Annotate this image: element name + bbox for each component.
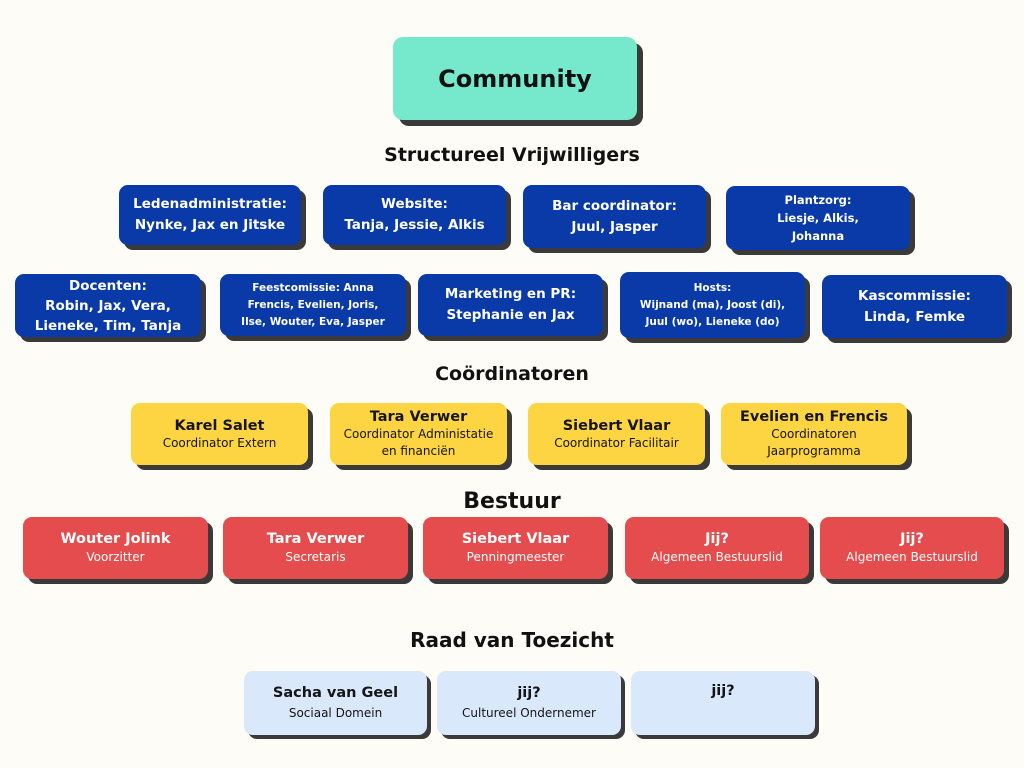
board-name: Jij?	[705, 531, 729, 547]
supervisor-name: jij?	[517, 685, 541, 701]
coordinator-role: Coordinator Extern	[162, 435, 277, 450]
community-box: Community	[393, 37, 637, 120]
coordinator-name: Karel Salet	[174, 417, 265, 434]
board-role: Voorzitter	[86, 550, 145, 564]
board-algemeen-bestuurslid-1: Jij? Algemeen Bestuurslid	[625, 517, 809, 579]
board-algemeen-bestuurslid-2: Jij? Algemeen Bestuurslid	[820, 517, 1004, 579]
coordinator-name: Siebert Vlaar	[562, 417, 671, 434]
volunteer-text: Bar coordinator: Juul, Jasper	[552, 197, 677, 235]
community-label: Community	[438, 64, 592, 93]
volunteer-plantzorg: Plantzorg: Liesje, Alkis, Johanna	[726, 186, 910, 250]
supervisor-role: Cultureel Ondernemer	[462, 706, 596, 720]
volunteer-website: Website: Tanja, Jessie, Alkis	[323, 185, 506, 245]
heading-bestuur: Bestuur	[463, 489, 561, 514]
board-role: Penningmeester	[466, 550, 565, 564]
supervisor-role: Sociaal Domein	[288, 706, 383, 720]
board-role: Secretaris	[285, 550, 346, 564]
board-name: Tara Verwer	[266, 531, 365, 547]
coordinator-tara-verwer: Tara Verwer Coordinator Administatie en …	[330, 403, 507, 465]
volunteer-kascommissie: Kascommissie: Linda, Femke	[822, 275, 1007, 338]
coordinator-role: Coordinator Administatie en financiën	[343, 427, 494, 458]
volunteer-text: Feestcomissie: Anna Frencis, Evelien, Jo…	[241, 281, 385, 328]
heading-raad-van-toezicht: Raad van Toezicht	[410, 628, 614, 652]
volunteer-text: Website: Tanja, Jessie, Alkis	[344, 196, 485, 233]
coordinator-name: Tara Verwer	[369, 409, 468, 425]
heading-coordinatoren: Coördinatoren	[435, 363, 589, 385]
board-name: Wouter Jolink	[60, 531, 171, 547]
volunteer-text: Marketing en PR: Stephanie en Jax	[444, 286, 577, 323]
board-tara-verwer: Tara Verwer Secretaris	[223, 517, 408, 579]
volunteer-text: Plantzorg: Liesje, Alkis, Johanna	[777, 193, 859, 243]
volunteer-text: Kascommissie: Linda, Femke	[858, 287, 971, 325]
coordinator-role: Coordinator Facilitair	[554, 435, 679, 450]
volunteer-bar-coordinator: Bar coordinator: Juul, Jasper	[523, 185, 706, 248]
supervisor-open: jij?	[631, 671, 815, 735]
supervisor-name: jij?	[711, 683, 735, 699]
coordinator-role: Coordinatoren Jaarprogramma	[767, 427, 861, 458]
supervisor-name: Sacha van Geel	[272, 685, 399, 701]
volunteer-text: Ledenadministratie: Nynke, Jax en Jitske	[133, 196, 287, 233]
coordinator-evelien-frencis: Evelien en Frencis Coordinatoren Jaarpro…	[721, 403, 907, 465]
volunteer-text: Hosts: Wijnand (ma), Joost (di), Juul (w…	[639, 281, 786, 328]
coordinator-name: Evelien en Frencis	[739, 409, 889, 425]
volunteer-docenten: Docenten: Robin, Jax, Vera, Lieneke, Tim…	[15, 274, 201, 337]
board-role: Algemeen Bestuurslid	[651, 550, 783, 564]
volunteer-text: Docenten: Robin, Jax, Vera, Lieneke, Tim…	[34, 277, 182, 334]
heading-structureel-vrijwilligers: Structureel Vrijwilligers	[384, 144, 640, 166]
volunteer-hosts: Hosts: Wijnand (ma), Joost (di), Juul (w…	[620, 272, 805, 338]
board-siebert-vlaar: Siebert Vlaar Penningmeester	[423, 517, 608, 579]
board-name: Siebert Vlaar	[461, 531, 570, 547]
volunteer-marketing-pr: Marketing en PR: Stephanie en Jax	[418, 274, 603, 336]
board-wouter-jolink: Wouter Jolink Voorzitter	[23, 517, 208, 579]
coordinator-siebert-vlaar: Siebert Vlaar Coordinator Facilitair	[528, 403, 705, 465]
board-role: Algemeen Bestuurslid	[846, 550, 978, 564]
volunteer-ledenadministratie: Ledenadministratie: Nynke, Jax en Jitske	[119, 185, 301, 245]
supervisor-sacha-van-geel: Sacha van Geel Sociaal Domein	[244, 671, 427, 735]
supervisor-cultureel-ondernemer: jij? Cultureel Ondernemer	[437, 671, 621, 735]
board-name: Jij?	[900, 531, 924, 547]
volunteer-feestcomissie: Feestcomissie: Anna Frencis, Evelien, Jo…	[220, 274, 406, 336]
coordinator-karel-salet: Karel Salet Coordinator Extern	[131, 403, 308, 465]
